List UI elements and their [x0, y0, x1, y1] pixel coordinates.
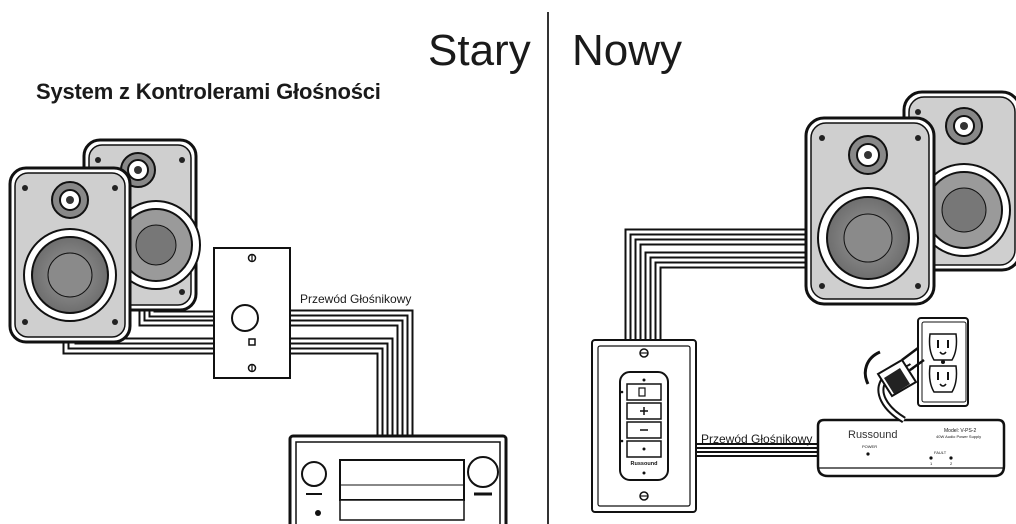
speaker-icon — [804, 116, 936, 306]
new-system-heading: Nowy — [572, 26, 683, 75]
fault-channel-2: 2 — [950, 461, 953, 466]
old-system-heading: Stary — [428, 26, 531, 75]
right-speaker-wires — [624, 228, 806, 340]
power-led — [866, 452, 870, 456]
right-power-wire — [694, 443, 818, 457]
power-supply-icon: Russound Model: V-PS-2 40W Audio Power S… — [816, 418, 1006, 478]
left-amp-wires — [290, 309, 414, 440]
fault-led-2 — [949, 456, 953, 460]
old-system-subtitle: System z Kontrolerami Głośności — [36, 79, 381, 104]
right-speaker-wire-label: Przewód Głośnikowy — [701, 432, 813, 446]
left-speaker-wire-label: Przewód Głośnikowy — [300, 292, 412, 306]
power-led-label: POWER — [862, 444, 877, 449]
wall-outlet-icon — [917, 317, 969, 407]
power-supply-description: 40W Audio Power Supply — [936, 434, 981, 439]
fault-led-1 — [929, 456, 933, 460]
amplifier-icon — [288, 434, 508, 524]
keypad-brand-label: Russound — [631, 461, 658, 467]
volume-knob-icon — [213, 247, 291, 379]
power-plug-icon — [863, 347, 925, 424]
power-supply-model: Model: V-PS-2 — [944, 428, 976, 434]
wall-keypad-icon: Russound — [591, 339, 697, 513]
fault-label: FAULT — [934, 450, 947, 455]
power-supply-brand: Russound — [848, 429, 898, 441]
speaker-icon — [8, 166, 132, 344]
fault-channel-1: 1 — [930, 461, 933, 466]
